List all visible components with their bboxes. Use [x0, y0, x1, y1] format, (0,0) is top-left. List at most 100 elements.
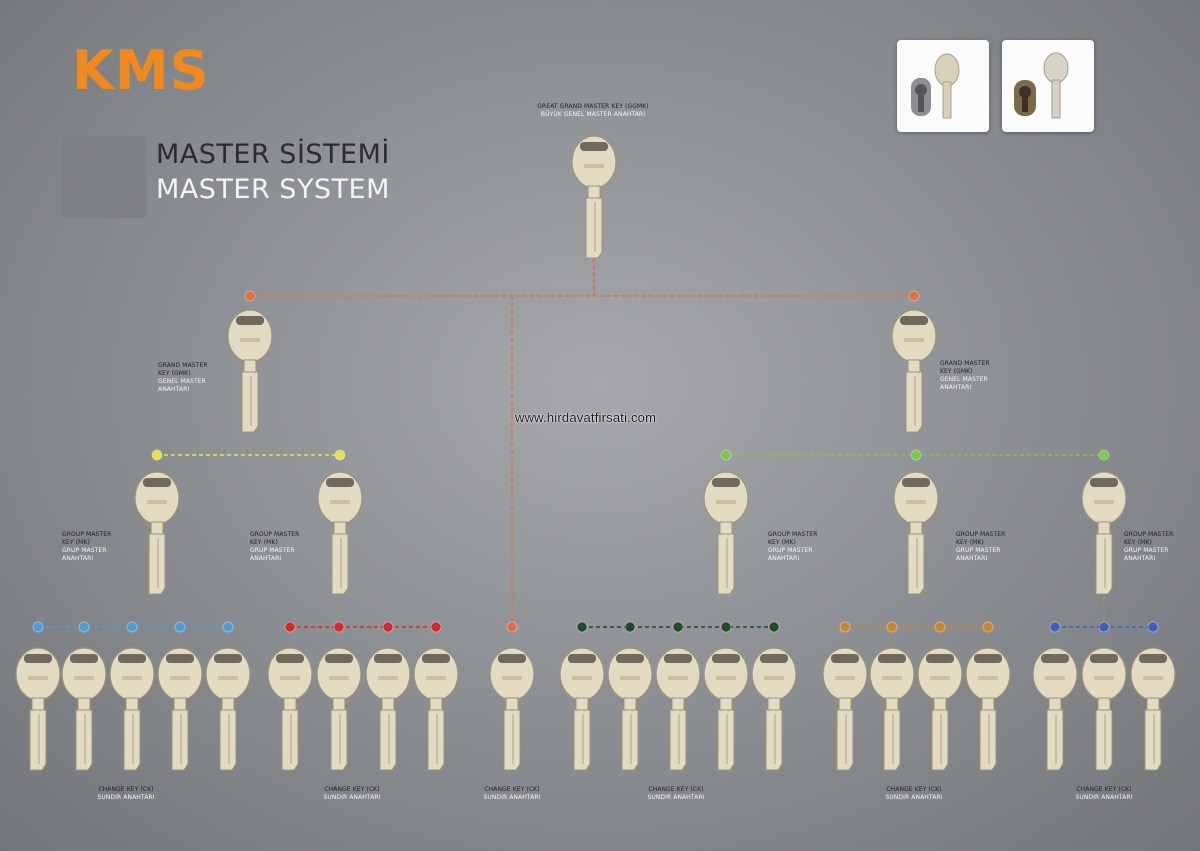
change-key-label-4: CHANGE KEY (CK) SUNDIR ANAHTARI: [647, 786, 704, 802]
change-key-node-3-1: [506, 621, 518, 633]
change-key-icon-5-2: [869, 647, 915, 771]
grand-master-label-tr-1: GENEL MASTER: [158, 378, 206, 385]
group-master-label-tr-1: GRUP MASTER: [1124, 547, 1169, 554]
great-grand-master-label: GREAT GRAND MASTER KEY (GGMK) BÜYÜK GENE…: [537, 103, 648, 119]
group-master-label-en-1: GROUP MASTER: [62, 531, 112, 538]
change-key-node-1-1: [32, 621, 44, 633]
change-key-icon-4-4: [703, 647, 749, 771]
group-master-label-tr-2: ANAHTARI: [250, 555, 282, 562]
group-master-label-en-2: KEY (MK): [768, 539, 796, 546]
group-master-node-4: [910, 449, 922, 461]
change-key-node-4-5: [768, 621, 780, 633]
grand-master-node-right: [908, 290, 920, 302]
grand-master-label-en-1: GRAND MASTER: [158, 362, 208, 369]
change-key-node-4-3: [672, 621, 684, 633]
group-master-label-3: GROUP MASTER KEY (MK) GRUP MASTER ANAHTA…: [768, 531, 817, 563]
title-english: MASTER SYSTEM: [156, 174, 390, 205]
change-key-icon-2-4: [413, 647, 459, 771]
grand-master-label-right: GRAND MASTER KEY (GMK) GENEL MASTER ANAH…: [940, 360, 990, 392]
change-key-label-tr: SUNDIR ANAHTARI: [323, 794, 381, 801]
grand-master-key-icon-right: [891, 309, 937, 433]
change-key-icon-6-2: [1081, 647, 1127, 771]
change-key-label-tr: SUNDIR ANAHTARI: [885, 794, 943, 801]
group-master-label-tr-1: GRUP MASTER: [250, 547, 295, 554]
change-key-node-6-1: [1049, 621, 1061, 633]
change-key-label-3: CHANGE KEY (CK) SUNDIR ANAHTARI: [483, 786, 540, 802]
change-key-node-1-4: [174, 621, 186, 633]
change-key-node-4-1: [576, 621, 588, 633]
change-key-label-6: CHANGE KEY (CK) SUNDIR ANAHTARI: [1075, 786, 1132, 802]
cylinder-lock-with-key-icon: [911, 53, 960, 119]
change-key-node-5-4: [982, 621, 994, 633]
group-master-label-tr-2: ANAHTARI: [62, 555, 94, 562]
change-key-label-5: CHANGE KEY (CK) SUNDIR ANAHTARI: [885, 786, 942, 802]
group-master-label-en-1: GROUP MASTER: [768, 531, 818, 538]
change-key-node-2-3: [382, 621, 394, 633]
group-master-label-tr-1: GRUP MASTER: [62, 547, 107, 554]
great-grand-master-key-icon: [571, 135, 617, 259]
change-key-node-4-4: [720, 621, 732, 633]
group-master-label-5: GROUP MASTER KEY (MK) GRUP MASTER ANAHTA…: [1124, 531, 1173, 563]
grand-master-label-tr-2: ANAHTARI: [158, 386, 190, 393]
group-master-key-icon-2: [317, 471, 363, 595]
change-key-icon-5-3: [917, 647, 963, 771]
change-key-label-en: CHANGE KEY (CK): [484, 786, 540, 793]
change-key-icon-2-3: [365, 647, 411, 771]
title-turkish: MASTER SİSTEMİ: [156, 139, 390, 170]
change-key-node-1-3: [126, 621, 138, 633]
change-key-label-2: CHANGE KEY (CK) SUNDIR ANAHTARI: [323, 786, 380, 802]
group-master-node-1: [151, 449, 163, 461]
change-key-icon-2-2: [316, 647, 362, 771]
change-key-node-4-2: [624, 621, 636, 633]
group-master-label-1: GROUP MASTER KEY (MK) GRUP MASTER ANAHTA…: [62, 531, 111, 563]
great-grand-master-label-tr: BÜYÜK GENEL MASTER ANAHTARI: [540, 111, 646, 118]
change-key-icon-3-1: [489, 647, 535, 771]
change-key-icon-1-4: [157, 647, 203, 771]
group-master-key-icon-3: [703, 471, 749, 595]
change-key-icon-1-2: [61, 647, 107, 771]
change-key-icon-5-1: [822, 647, 868, 771]
change-key-node-6-2: [1098, 621, 1110, 633]
group-master-node-2: [334, 449, 346, 461]
group-master-label-en-1: GROUP MASTER: [956, 531, 1006, 538]
logo-backdrop-block: [62, 136, 146, 218]
change-key-label-en: CHANGE KEY (CK): [324, 786, 380, 793]
group-master-key-icon-5: [1081, 471, 1127, 595]
change-key-icon-4-3: [655, 647, 701, 771]
change-key-icon-4-5: [751, 647, 797, 771]
change-key-node-2-4: [430, 621, 442, 633]
grand-master-label-tr-1: GENEL MASTER: [940, 376, 988, 383]
change-key-node-5-1: [839, 621, 851, 633]
group-master-label-tr-2: ANAHTARI: [956, 555, 988, 562]
grand-master-label-tr-2: ANAHTARI: [940, 384, 972, 391]
change-key-label-tr: SUNDIR ANAHTARI: [483, 794, 541, 801]
change-key-label-en: CHANGE KEY (CK): [648, 786, 704, 793]
kms-logo: KMS: [72, 39, 210, 102]
group-master-label-tr-2: ANAHTARI: [768, 555, 800, 562]
change-key-node-6-3: [1147, 621, 1159, 633]
change-key-label-tr: SUNDIR ANAHTARI: [97, 794, 155, 801]
grand-master-node-left: [244, 290, 256, 302]
change-key-icon-4-2: [607, 647, 653, 771]
product-thumbnail-1[interactable]: [897, 40, 989, 132]
grand-master-label-en-1: GRAND MASTER: [940, 360, 990, 367]
grand-master-key-icon-left: [227, 309, 273, 433]
change-key-icon-2-1: [267, 647, 313, 771]
group-master-label-en-2: KEY (MK): [250, 539, 278, 546]
product-thumbnail-2[interactable]: [1002, 40, 1094, 132]
group-master-key-icon-1: [134, 471, 180, 595]
change-key-label-en: CHANGE KEY (CK): [1076, 786, 1132, 793]
grand-master-label-en-2: KEY (GMK): [940, 368, 973, 375]
change-key-node-5-2: [886, 621, 898, 633]
group-master-label-2: GROUP MASTER KEY (MK) GRUP MASTER ANAHTA…: [250, 531, 299, 563]
change-key-node-2-2: [333, 621, 345, 633]
group-master-label-4: GROUP MASTER KEY (MK) GRUP MASTER ANAHTA…: [956, 531, 1005, 563]
group-master-label-en-1: GROUP MASTER: [250, 531, 300, 538]
group-master-node-3: [720, 449, 732, 461]
grand-master-label-en-2: KEY (GMK): [158, 370, 191, 377]
change-key-node-1-2: [78, 621, 90, 633]
change-key-node-5-3: [934, 621, 946, 633]
change-key-icon-1-3: [109, 647, 155, 771]
group-master-node-5: [1098, 449, 1110, 461]
